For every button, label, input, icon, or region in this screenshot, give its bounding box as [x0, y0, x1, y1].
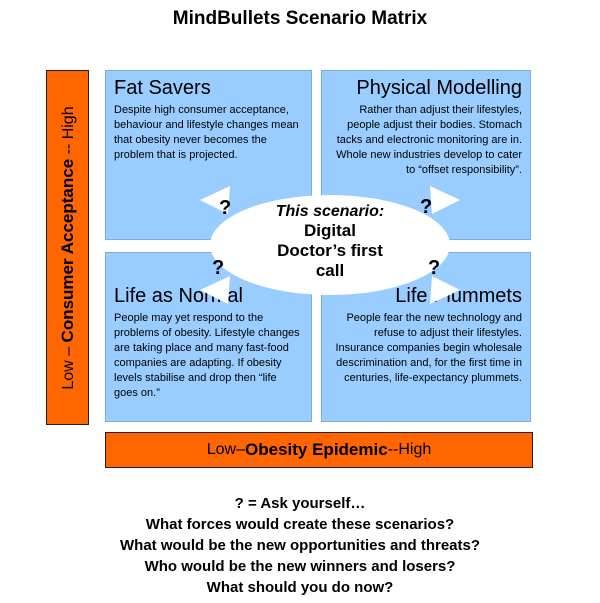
footer-line-legend: ? = Ask yourself…: [234, 495, 366, 512]
question-mark-bottom-right: ?: [428, 257, 441, 279]
footer-line-winners: Who would be the new winners and losers?: [144, 558, 456, 575]
x-axis-name: Obesity Epidemic: [245, 440, 388, 459]
center-line-1: Digital: [304, 221, 356, 240]
quadrant-body: People fear the new technology and refus…: [335, 312, 522, 384]
question-mark-top-left: ?: [219, 197, 232, 219]
question-mark-bottom-left: ?: [212, 257, 225, 279]
footer-questions: ? = Ask yourself… What forces would crea…: [0, 493, 600, 598]
footer-line-action: What should you do now?: [206, 579, 394, 596]
footer-line-opportunities: What would be the new opportunities and …: [120, 537, 480, 554]
arrow-top-left: [200, 186, 230, 214]
quadrant-life-as-normal: Life as Normal People may yet respond to…: [105, 252, 312, 422]
question-mark-top-right: ?: [420, 196, 433, 218]
footer-line-forces: What forces would create these scenarios…: [145, 516, 455, 533]
quadrant-title: Life Plummets: [395, 285, 522, 307]
quadrant-physical-modelling: Physical Modelling Rather than adjust th…: [321, 70, 531, 240]
center-line-3: call: [315, 261, 345, 280]
x-axis-dash: –: [236, 441, 246, 458]
x-axis-bar: Low – Obesity Epidemic -- High: [105, 432, 533, 468]
x-axis-low: Low: [206, 441, 237, 458]
quadrant-body: People may yet respond to the problems o…: [114, 312, 300, 399]
quadrant-title: Fat Savers: [114, 77, 211, 99]
page-title: MindBullets Scenario Matrix: [172, 8, 428, 29]
center-label: This scenario:: [275, 203, 385, 220]
quadrant-body: Rather than adjust their lifestyles, peo…: [336, 104, 522, 176]
center-scenario: This scenario: Digital Doctor’s first ca…: [240, 202, 420, 281]
quadrant-title: Physical Modelling: [356, 77, 522, 99]
arrow-top-right: [430, 186, 460, 214]
center-line-2: Doctor’s first: [277, 241, 383, 260]
arrow-bottom-right: [430, 276, 460, 304]
x-axis-high: High: [398, 441, 432, 458]
arrow-bottom-left: [200, 276, 230, 304]
y-axis-bar: Low – Consumer Acceptance -- High: [46, 70, 89, 425]
center-ellipse: [210, 195, 450, 295]
x-axis-sep: --: [387, 441, 399, 458]
quadrant-body: Despite high consumer acceptance, behavi…: [114, 104, 299, 161]
